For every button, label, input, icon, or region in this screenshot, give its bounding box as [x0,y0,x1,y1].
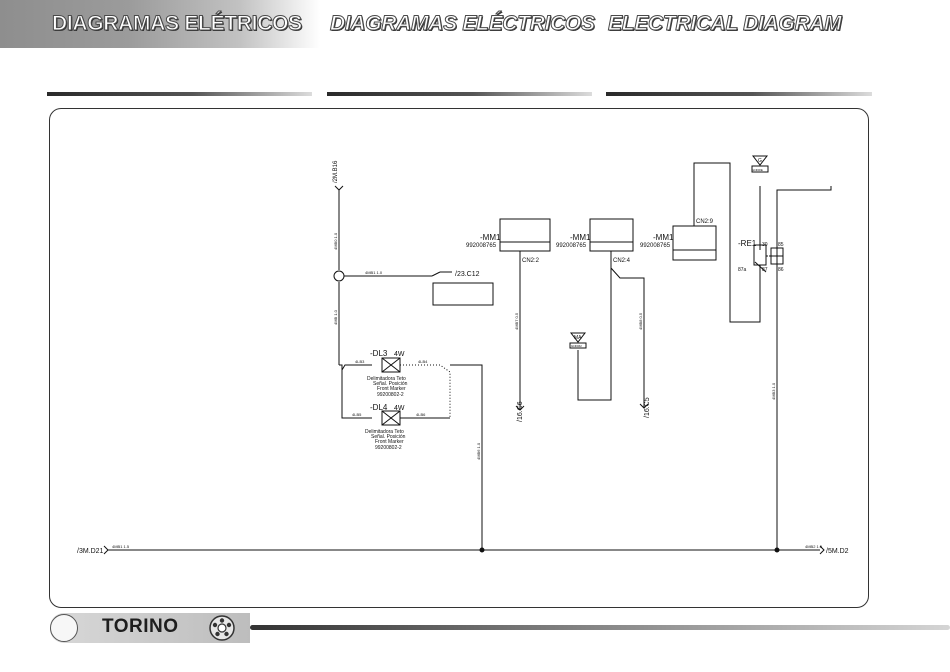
ground-ma-box [569,342,587,349]
relay-pin-87a: 87a [738,267,747,273]
title-spanish: DIAGRAMAS ELÉCTRICOS [330,12,596,36]
lamp-dl4-id: -DL4 [370,403,388,412]
lamp-dl4-cross-b [381,410,401,426]
module-b-id: -MM1 [570,233,591,242]
wire-label-dl3-l: 4LB3 [355,359,365,364]
ground-ma-triangle [569,332,587,343]
module-mm1-c [672,225,717,261]
lamp-dl4-box [381,410,401,426]
relay-pin-87: 87 [762,267,768,273]
lamp-dl4-name-en: Front Marker [375,439,404,445]
wire-label-dl4-r: 4LB6 [416,412,426,417]
lamp-dl3-power: 4W [394,351,405,358]
wire-label-bottom-l: 4MB1 1.5 [112,544,130,549]
module-b-part: 992008765 [556,243,587,249]
title-english: ELECTRICAL DIAGRAM [607,12,842,36]
wire-label-branch: 4MB1 1.0 [365,270,383,275]
ref-right-out: /5M.D2 [826,548,849,555]
ground-g-box [751,165,769,173]
module-c-pin: CN2:9 [696,219,714,225]
wire-label-dl4-l: 4LB5 [352,412,362,417]
lamp-dl3-cross-b [381,357,401,373]
header-rule-3 [606,92,872,96]
lamp-dl3-name-es: Señal. Posición [373,381,408,387]
wire-dl4-left [341,370,372,419]
module-a-pin: CN2:2 [522,258,540,264]
module-a-part: 992008765 [466,243,497,249]
splice-node [333,270,345,282]
ground-ma-label: MA [574,335,582,341]
ground-ma-code: GNDM2 [571,344,582,348]
wire-mm1b-ground [577,268,612,401]
module-mm1-a [499,218,551,252]
lamp-dl3-id: -DL3 [370,349,388,358]
relay-switch [754,261,767,273]
relay-pin-85: 85 [778,242,784,248]
wire-label-bottom-r: 4MB2 1.5 [805,544,823,549]
ground-g-triangle [751,155,769,166]
lamp-dl3-box [381,357,401,373]
ref-c5: /16.C5 [644,397,651,418]
ref-c6: /16.C6 [517,401,524,422]
lamp-dl4-power: 4W [394,405,405,412]
ref-left-in: /3M.D21 [77,548,104,555]
brand-wheel-icon [209,615,235,641]
wire-dl3-left [339,364,372,372]
module-b-pin: CN2:4 [613,258,631,264]
connector-arrow-left [103,545,109,555]
wire-label-top-right: 4MB3 1.0 [771,382,776,400]
relay-pin-30: 30 [762,242,768,248]
relay-id: -RE1 [738,239,757,248]
wire-label-mm1b: 4MB8 0.5 [638,312,643,330]
module-a-id: -MM1 [480,233,501,242]
connector-arrow-c5 [639,403,649,409]
wire-mm1c-loop [693,162,761,323]
module-c-id: -MM1 [653,233,674,242]
module-mm1-b [589,218,634,252]
wire-label-dl3-r: 4LB4 [418,359,428,364]
wire-dl3-right [400,364,451,418]
lamp-dl3-name-en: Front Marker [377,386,406,392]
wire-c12-slant [431,271,441,277]
footer-model-name: TORINO [102,616,179,637]
block-c12 [432,282,494,306]
relay-pin-86: 86 [778,267,784,273]
wire-label-main: 4MB0 1.0 [333,232,338,250]
lamp-dl3-part: 99200802-2 [377,392,404,398]
ground-g-code: GNDRE [752,168,763,172]
ground-g-label: G [758,158,762,164]
ref-c12: /23.C12 [455,271,480,278]
footer-circle [50,614,78,642]
wire-label-return: 4MB6 1.0 [476,442,481,460]
connector-arrow-top [334,185,344,191]
wire-label-mm1a: 4MB7 0.5 [514,312,519,330]
wire-lamp-return [450,364,483,550]
wire-top-right [776,186,832,550]
lamp-dl3-name-pt: Delimitadora Teto [367,376,406,382]
lamp-dl4-part: 99200802-2 [375,445,402,451]
bus-node-1 [479,547,485,553]
title-portuguese: DIAGRAMAS ELÉTRICOS [52,12,303,36]
footer-bar: TORINO [50,613,950,643]
ref-top-in: /2M.B16 [333,160,339,183]
header-rule-1 [47,92,312,96]
wire-mm1b [610,251,645,408]
diagram-frame [49,108,869,608]
footer-rule [250,625,950,630]
lamp-dl4-name-pt: Delimitadora Teto [365,429,404,435]
module-c-part: 992008765 [640,243,671,249]
lamp-dl4-name-es: Señal. Posición [371,434,406,440]
connector-arrow-c6 [515,405,525,411]
header-band [0,0,320,48]
wire-label-lamp-feed: 4MB 1.0 [333,309,338,325]
header-rule-2 [327,92,592,96]
connector-arrow-right [819,545,825,555]
